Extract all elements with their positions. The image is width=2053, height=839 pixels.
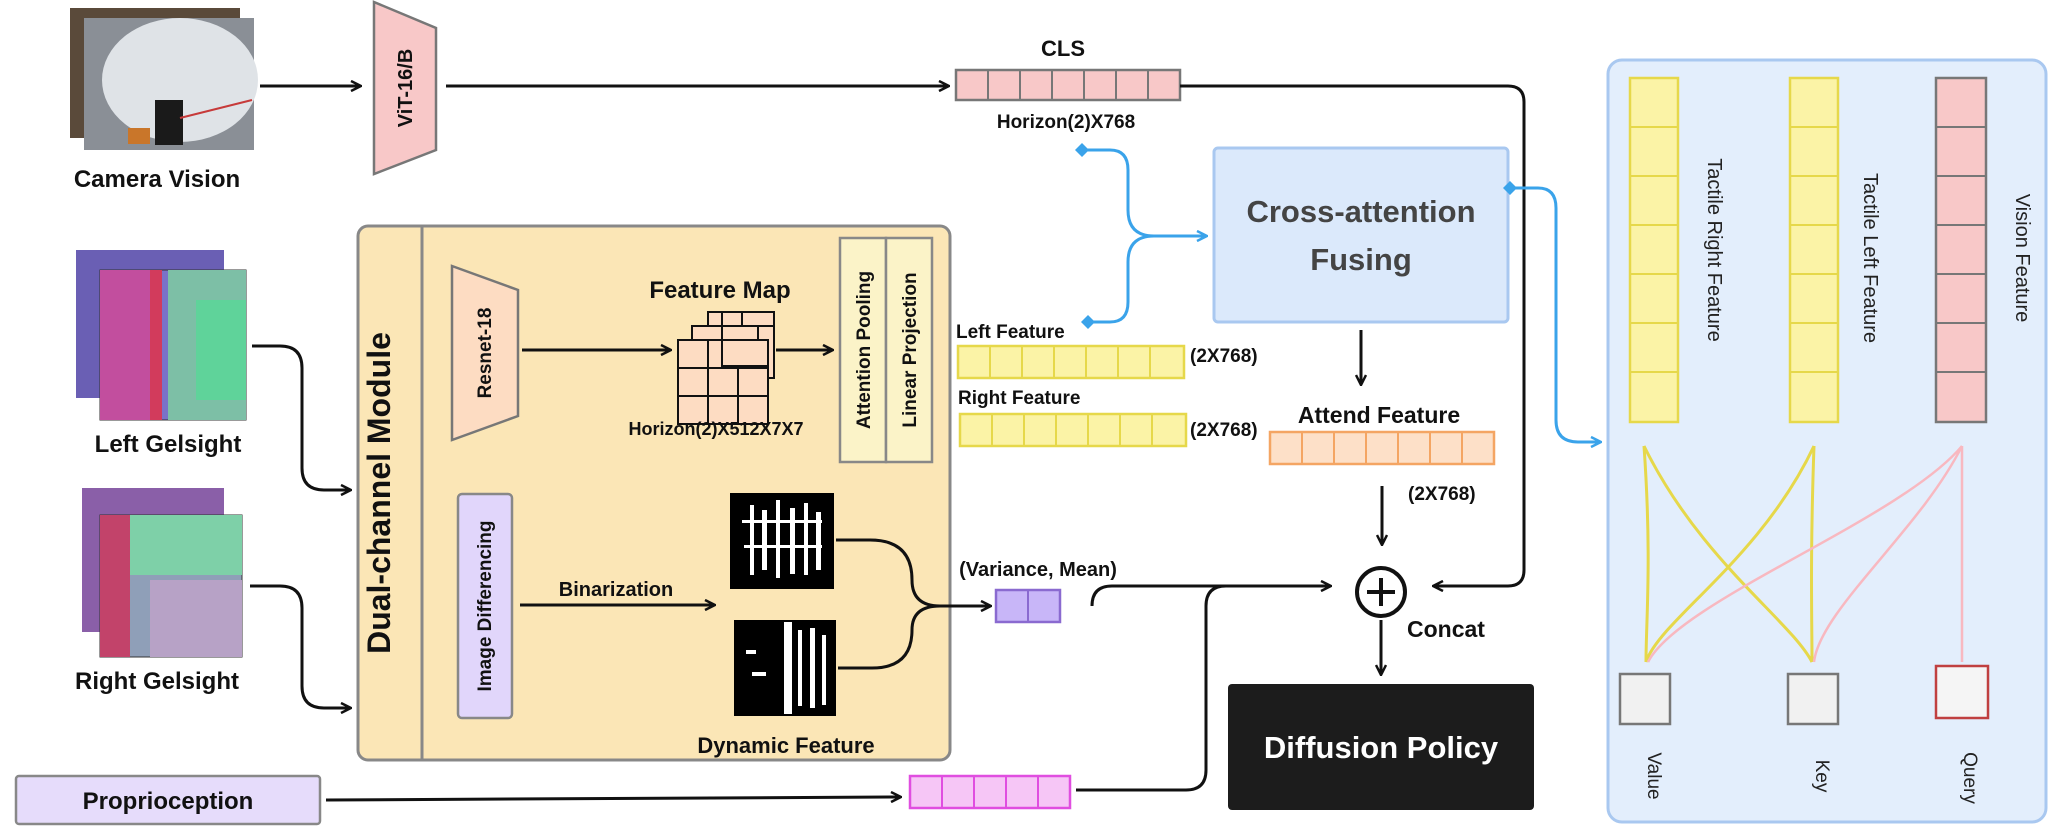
- arrow-right-gelsight-module: [250, 584, 350, 708]
- proprioception-label: Proprioception: [83, 788, 254, 815]
- linear-projection-label: Linear Projection: [900, 272, 921, 427]
- attention-curves: [1642, 445, 1964, 663]
- resnet-label: Resnet-18: [475, 308, 496, 399]
- binarized-image-bottom: [734, 620, 836, 716]
- arrow-proprio-concat: [1076, 584, 1330, 792]
- value-label: Value: [1643, 752, 1664, 799]
- cross-attention-line2: Fusing: [1310, 242, 1412, 277]
- tactile-left-token: [1788, 76, 1840, 424]
- attention-pooling-label: Attention Pooling: [854, 271, 875, 429]
- arrow-cls-cross: [1082, 150, 1206, 236]
- left-dim-label: (2X768): [1190, 346, 1258, 367]
- arrow-left-gelsight-module: [252, 344, 350, 490]
- feature-map-dim: Horizon(2)X512X7X7: [628, 419, 803, 439]
- linear-projection-box: [884, 236, 934, 464]
- proprio-token: [908, 774, 1072, 810]
- left-gelsight-label: Left Gelsight: [95, 431, 242, 458]
- binarized-image-top: [730, 493, 834, 589]
- vit-encoder: [372, 0, 438, 176]
- arrow-dynamic-bottom: [838, 604, 941, 670]
- left-gelsight-image: [76, 250, 247, 421]
- tactile-right-token: [1628, 76, 1680, 424]
- attend-feature-token: [1268, 430, 1496, 466]
- camera-image: [70, 8, 258, 150]
- tactile-left-label: Tactile Left Feature: [1859, 173, 1881, 343]
- feature-map-label: Feature Map: [649, 277, 790, 304]
- vit-label: ViT-16/B: [395, 49, 417, 128]
- cls-token: [954, 68, 1182, 102]
- vision-feature-label: Vision Feature: [2011, 194, 2033, 323]
- diffusion-policy-box: [1228, 684, 1534, 810]
- diffusion-policy-label: Diffusion Policy: [1264, 730, 1499, 765]
- left-feature-token: [956, 344, 1186, 380]
- cls-label: CLS: [1041, 36, 1085, 61]
- arrow-variance-concat: [1090, 586, 1330, 607]
- binarization-label: Binarization: [559, 579, 673, 601]
- concat-label: Concat: [1407, 616, 1485, 642]
- right-gelsight-label: Right Gelsight: [75, 668, 239, 695]
- left-feature-label: Left Feature: [956, 322, 1065, 343]
- cls-dim-label: Horizon(2)X768: [997, 112, 1135, 133]
- attend-dim-label: (2X768): [1408, 484, 1476, 505]
- cross-attention-box: [1212, 146, 1510, 324]
- query-label: Query: [1959, 752, 1980, 804]
- dual-channel-label: Dual-channel Module: [361, 332, 397, 654]
- query-box: [1934, 664, 1990, 720]
- image-differencing-box: [456, 492, 514, 720]
- resnet-encoder: [450, 264, 520, 442]
- feature-map-grid: [677, 311, 775, 425]
- arrow-cross-panel: [1510, 188, 1600, 442]
- cross-attention-line1: Cross-attention: [1246, 194, 1475, 229]
- arrow-left-cross: [1081, 234, 1155, 329]
- right-gelsight-image: [82, 488, 243, 658]
- tactile-right-label: Tactile Right Feature: [1703, 158, 1725, 341]
- value-box: [1618, 672, 1672, 726]
- dynamic-feature-label: Dynamic Feature: [697, 733, 874, 758]
- key-label: Key: [1811, 760, 1832, 793]
- variance-mean-label: (Variance, Mean): [959, 559, 1117, 581]
- key-box: [1786, 672, 1840, 726]
- image-differencing-label: Image Differencing: [475, 520, 496, 691]
- camera-label: Camera Vision: [74, 166, 240, 193]
- right-feature-token: [958, 412, 1188, 448]
- proprioception-box: [14, 774, 322, 826]
- variance-mean-token: [994, 588, 1062, 624]
- right-dim-label: (2X768): [1190, 420, 1258, 441]
- arrow-dynamic-top: [836, 538, 990, 606]
- vision-token: [1934, 76, 1988, 424]
- concat-icon: [1355, 566, 1407, 618]
- attend-feature-label: Attend Feature: [1298, 402, 1460, 428]
- arrow-proprio-token: [325, 797, 900, 800]
- right-feature-label: Right Feature: [958, 388, 1080, 409]
